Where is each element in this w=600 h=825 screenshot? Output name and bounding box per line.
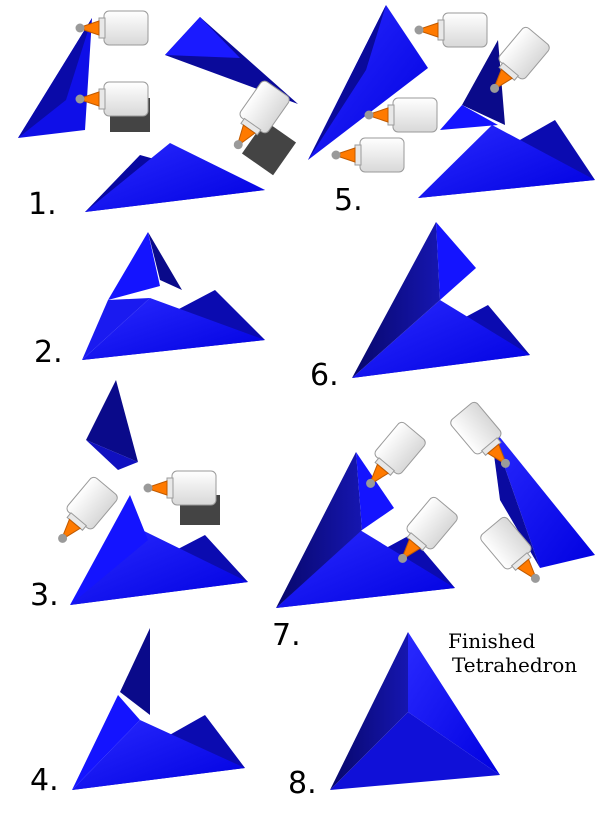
step-label-8: 8. [288, 766, 317, 801]
step-3-panel: 3. [30, 380, 248, 613]
step-label-7: 7. [272, 618, 301, 653]
step-4-panel: 4. [30, 628, 245, 798]
face-3-flap [86, 380, 138, 462]
step-7-panel: 7. [272, 399, 595, 653]
step-2-panel: 2. [34, 232, 265, 370]
face-3-left [70, 495, 148, 605]
face-7-right [356, 452, 394, 530]
step-label-4: 4. [30, 763, 59, 798]
step-label-3: 3. [30, 578, 59, 613]
step-label-6: 6. [310, 358, 339, 393]
face-5-left [308, 5, 428, 160]
face-5-flap [462, 40, 505, 125]
face-5-flap-b [440, 105, 498, 130]
face-5-left-dark [308, 5, 386, 160]
step-8-panel: 8. [288, 632, 500, 801]
caption-tetrahedron: Tetrahedron [452, 653, 577, 677]
face-4-left [72, 695, 140, 790]
face-1a-dark [18, 18, 92, 138]
face-1b-light [165, 17, 240, 58]
face-7-left [276, 452, 362, 608]
step-label-1: 1. [28, 187, 57, 222]
step-label-5: 5. [334, 183, 363, 218]
face-4-front [72, 720, 245, 790]
step-6-panel: 6. [310, 222, 530, 393]
caption-finished: Finished [448, 629, 536, 653]
step-1-panel: 1. [18, 10, 298, 222]
glue-bottle-3b [143, 470, 217, 506]
face-3-front [70, 530, 248, 605]
face-6-front [352, 300, 530, 378]
face-2-flap-b [108, 232, 160, 300]
face-2-left [82, 298, 150, 360]
face-1c [85, 143, 265, 212]
face-2-front [82, 298, 265, 360]
face-8-right [408, 632, 500, 775]
glue-bottle-5a [414, 12, 488, 48]
face-3-flap-b [86, 440, 138, 470]
face-2-flap [148, 232, 182, 290]
face-5-front [418, 125, 595, 198]
face-7-loose [490, 425, 595, 568]
face-6-right [436, 222, 476, 300]
step-label-2: 2. [34, 335, 63, 370]
step-5-panel: 5. [308, 5, 595, 218]
face-6-left [352, 222, 440, 378]
glue-bottle-5d [331, 137, 405, 173]
face-8-base [330, 712, 500, 790]
face-7-front [276, 530, 455, 608]
face-8-left [330, 632, 408, 790]
shadow-1b [241, 120, 297, 176]
face-4-flap [120, 628, 150, 715]
